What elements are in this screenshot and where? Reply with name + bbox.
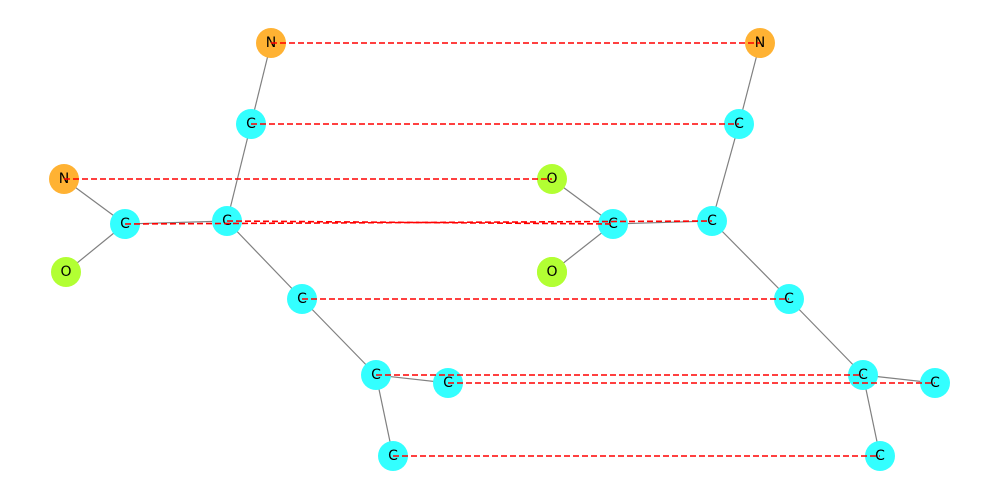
bond-edge: [124, 220, 228, 225]
atom-label: C: [784, 291, 794, 307]
node-layer: NCCNCOOCCCCNCOCCOCCCC: [49, 28, 950, 471]
atom-label: C: [858, 367, 868, 383]
atom-label: C: [734, 116, 744, 132]
match-edge: [226, 220, 614, 225]
atom-circle: [51, 257, 81, 287]
atom-node: O: [537, 257, 567, 287]
atom-circle: [598, 209, 628, 239]
bond-edge: [711, 220, 790, 300]
atom-label: O: [60, 264, 71, 280]
bond-edge: [226, 123, 252, 222]
atom-label: C: [707, 213, 717, 229]
match-layer: [64, 42, 935, 457]
bond-edge: [301, 298, 377, 376]
atom-label: C: [608, 216, 618, 232]
bond-edge: [226, 220, 303, 300]
atom-node: C: [598, 209, 628, 239]
bond-edge: [711, 123, 740, 222]
atom-label: O: [546, 264, 557, 280]
bond-layer: [63, 42, 936, 457]
atom-label: C: [930, 375, 940, 391]
atom-node: O: [51, 257, 81, 287]
atom-circle: [537, 257, 567, 287]
atom-label: C: [875, 448, 885, 464]
bond-edge: [788, 298, 864, 376]
